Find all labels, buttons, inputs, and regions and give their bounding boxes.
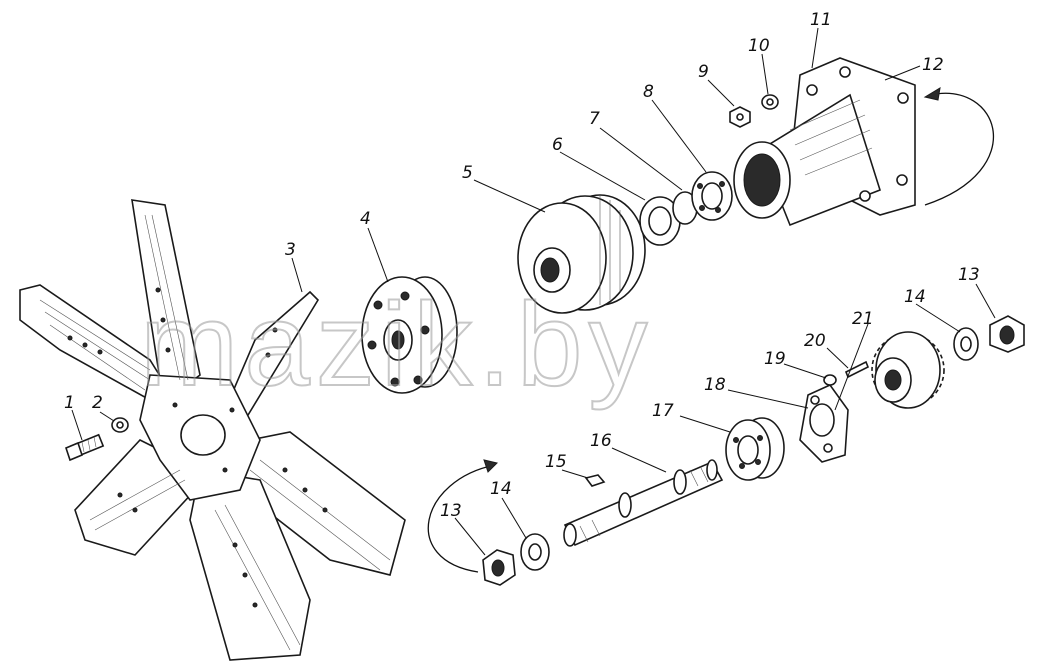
callout-19: 19 xyxy=(764,349,786,369)
callout-labels: 1 2 3 4 5 6 7 8 9 10 11 12 13 13 14 14 1… xyxy=(64,10,980,521)
washer xyxy=(823,374,837,386)
bearing-housing xyxy=(733,57,916,227)
fan-blade xyxy=(189,469,311,661)
callout-21: 21 xyxy=(852,309,874,329)
callout-7: 7 xyxy=(589,109,600,129)
key xyxy=(584,474,606,487)
callout-8: 8 xyxy=(643,82,654,102)
callout-13-upper: 13 xyxy=(958,265,980,285)
callout-20: 20 xyxy=(804,331,826,351)
fan-center-hole xyxy=(180,414,226,456)
callout-6: 6 xyxy=(552,135,563,155)
callout-18: 18 xyxy=(704,375,726,395)
callout-14-upper: 14 xyxy=(904,287,926,307)
shaft xyxy=(563,459,724,547)
watermark: mazik.by xyxy=(140,279,654,411)
rotation-arrow xyxy=(427,464,496,573)
rotation-arrow xyxy=(924,92,995,206)
hub-flange xyxy=(361,276,458,394)
callout-17: 17 xyxy=(652,401,674,421)
callout-2: 2 xyxy=(92,393,103,413)
callout-5: 5 xyxy=(462,163,473,183)
callout-4: 4 xyxy=(360,209,371,229)
callout-15: 15 xyxy=(545,452,567,472)
callout-12: 12 xyxy=(922,55,944,75)
callout-11: 11 xyxy=(810,10,832,30)
callout-1: 1 xyxy=(64,393,75,413)
callout-9: 9 xyxy=(698,62,709,82)
leader-lines xyxy=(71,27,996,556)
callout-3: 3 xyxy=(285,240,296,260)
bolt xyxy=(65,433,105,462)
callout-14-lower: 14 xyxy=(490,479,512,499)
fan-assembly xyxy=(19,199,406,661)
screw xyxy=(844,360,870,379)
gear xyxy=(871,331,945,409)
callout-13-lower: 13 xyxy=(440,501,462,521)
callout-16: 16 xyxy=(590,431,612,451)
callout-10: 10 xyxy=(748,36,770,56)
pulley xyxy=(517,194,646,314)
